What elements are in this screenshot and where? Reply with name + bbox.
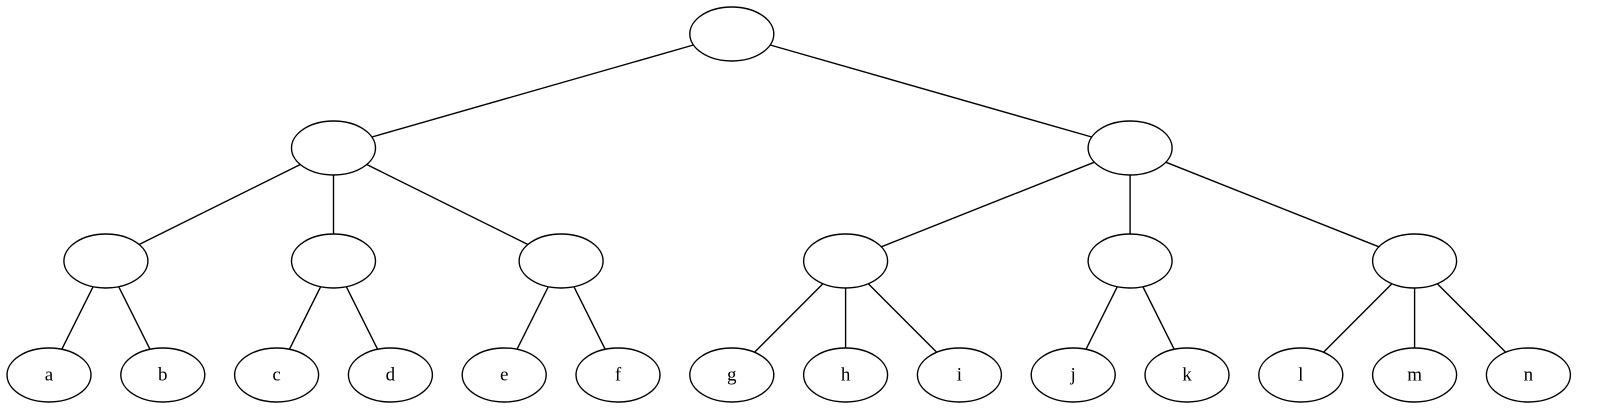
node-c: c bbox=[233, 347, 320, 403]
node-a: a bbox=[6, 347, 92, 403]
node-ellipse bbox=[1258, 347, 1344, 403]
node-b: b bbox=[120, 347, 206, 403]
node-ellipse bbox=[1144, 347, 1230, 403]
edge-left-2-d bbox=[345, 286, 379, 350]
node-right-1 bbox=[802, 233, 889, 289]
node-j: j bbox=[1030, 347, 1116, 403]
node-left bbox=[290, 120, 377, 176]
node-label: a bbox=[45, 365, 54, 386]
node-ellipse bbox=[1485, 347, 1572, 403]
node-label: b bbox=[158, 365, 168, 386]
node-label: d bbox=[386, 365, 396, 386]
edge-root-left bbox=[371, 44, 694, 138]
node-ellipse bbox=[63, 233, 149, 289]
node-right bbox=[1087, 120, 1173, 176]
node-d: d bbox=[347, 347, 434, 403]
edge-root-right bbox=[770, 44, 1092, 138]
node-g: g bbox=[689, 347, 775, 403]
edge-left-1-b bbox=[118, 286, 151, 350]
node-ellipse bbox=[689, 6, 775, 62]
node-label: i bbox=[957, 365, 962, 386]
node-ellipse bbox=[290, 233, 377, 289]
node-ellipse bbox=[6, 347, 92, 403]
edge-left-2-c bbox=[288, 286, 322, 350]
node-right-2 bbox=[1087, 233, 1173, 289]
node-h: h bbox=[802, 347, 889, 403]
node-ellipse bbox=[575, 347, 661, 403]
node-label: m bbox=[1407, 365, 1422, 386]
node-label: j bbox=[1070, 365, 1076, 386]
node-e: e bbox=[461, 347, 547, 403]
node-f: f bbox=[575, 347, 661, 403]
edge-right-1-g bbox=[754, 283, 824, 353]
node-ellipse bbox=[1371, 347, 1458, 403]
edge-left-3-e bbox=[516, 286, 549, 350]
nodes-layer: a b c d e f g h i j k l m n bbox=[6, 6, 1572, 403]
node-label: e bbox=[500, 365, 508, 386]
node-ellipse bbox=[518, 233, 604, 289]
node-ellipse bbox=[1371, 233, 1458, 289]
node-ellipse bbox=[120, 347, 206, 403]
node-ellipse bbox=[689, 347, 775, 403]
node-n: n bbox=[1485, 347, 1572, 403]
node-ellipse bbox=[461, 347, 547, 403]
node-ellipse bbox=[290, 120, 377, 176]
node-l: l bbox=[1258, 347, 1344, 403]
node-left-2 bbox=[290, 233, 377, 289]
node-left-1 bbox=[63, 233, 149, 289]
edge-right-3-n bbox=[1436, 283, 1507, 353]
node-k: k bbox=[1144, 347, 1230, 403]
node-ellipse bbox=[233, 347, 320, 403]
node-label: n bbox=[1524, 365, 1534, 386]
node-ellipse bbox=[1087, 120, 1173, 176]
edge-right-2-j bbox=[1085, 286, 1118, 350]
edge-left-3-f bbox=[573, 286, 606, 350]
edge-right-3-l bbox=[1323, 283, 1393, 353]
node-ellipse bbox=[1030, 347, 1116, 403]
node-label: k bbox=[1182, 365, 1192, 386]
node-ellipse bbox=[802, 233, 889, 289]
node-root bbox=[689, 6, 775, 62]
node-label: f bbox=[615, 365, 622, 386]
node-label: l bbox=[1298, 365, 1303, 386]
node-right-3 bbox=[1371, 233, 1458, 289]
node-ellipse bbox=[916, 347, 1003, 403]
node-ellipse bbox=[347, 347, 434, 403]
node-m: m bbox=[1371, 347, 1458, 403]
edge-left-left-3 bbox=[366, 163, 529, 246]
edge-left-left-1 bbox=[138, 163, 301, 246]
node-label: c bbox=[272, 365, 280, 386]
node-left-3 bbox=[518, 233, 604, 289]
node-ellipse bbox=[802, 347, 889, 403]
node-label: g bbox=[727, 365, 737, 386]
node-label: h bbox=[841, 365, 851, 386]
edges-layer bbox=[61, 44, 1507, 353]
edge-left-1-a bbox=[61, 286, 94, 350]
node-ellipse bbox=[1087, 233, 1173, 289]
edge-right-2-k bbox=[1142, 286, 1175, 350]
edge-right-right-3 bbox=[1165, 161, 1380, 248]
edge-right-right-1 bbox=[881, 161, 1095, 248]
edge-right-1-i bbox=[867, 283, 938, 353]
node-i: i bbox=[916, 347, 1003, 403]
